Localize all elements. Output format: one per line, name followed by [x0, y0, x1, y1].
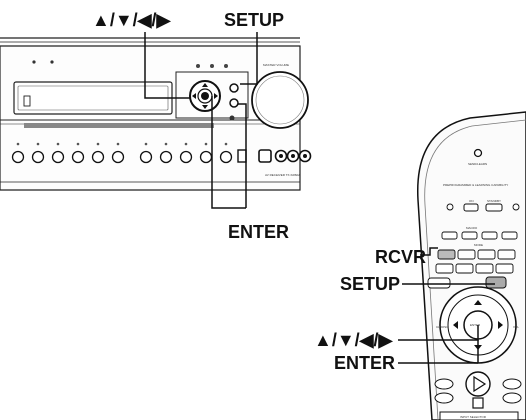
master-volume-label: MASTER VOLUME [263, 63, 289, 67]
return-button-receiver[interactable] [230, 99, 238, 107]
rcvr-mode-button[interactable] [438, 250, 455, 259]
callout-arrows-remote: ▲/▼/◀/▶ [314, 330, 393, 350]
callout-enter-remote: ENTER [334, 353, 395, 373]
power-led [32, 60, 35, 63]
svg-text:SEND/LEARN: SEND/LEARN [468, 162, 487, 166]
svg-text:MACRO: MACRO [466, 226, 478, 230]
svg-text:MODE: MODE [474, 243, 483, 247]
svg-text:VOL: VOL [513, 325, 519, 329]
model-name-label: AV RECEIVER TX-SR602 [265, 173, 300, 177]
svg-text:CH DISC: CH DISC [436, 325, 449, 329]
listening-mode-buttons [24, 123, 214, 128]
setup-button-remote[interactable] [486, 277, 506, 288]
callout-enter-receiver: ENTER [228, 222, 289, 242]
svg-text:PREPROGRAMMED & LEARNING CAPAB: PREPROGRAMMED & LEARNING CAPABILITY [443, 183, 508, 187]
svg-text:INPUT SELECTOR: INPUT SELECTOR [460, 415, 487, 419]
svg-text:ON: ON [469, 199, 474, 203]
on-button[interactable] [464, 204, 478, 211]
receiver-front-panel: MASTER VOLUME AV RECEIVER TX-SR602 [0, 38, 311, 190]
play-button[interactable] [466, 372, 490, 396]
standby-button[interactable] [486, 204, 502, 211]
callout-rcvr: RCVR [375, 247, 426, 267]
svg-text:STANDBY: STANDBY [487, 199, 501, 203]
svg-text:ENTER: ENTER [470, 323, 481, 327]
cursor-pad[interactable] [190, 81, 220, 111]
remote-control: SEND/LEARN PREPROGRAMMED & LEARNING CAPA… [418, 112, 526, 420]
digital-input-jack [259, 150, 271, 162]
stop-button[interactable] [473, 398, 483, 408]
callout-setup-remote: SETUP [340, 274, 400, 294]
phones-jack [238, 150, 246, 162]
callout-arrows-receiver: ▲/▼/◀/▶ [92, 10, 171, 30]
send-learn-indicator [475, 150, 482, 157]
standby-led [50, 60, 53, 63]
callout-setup-receiver: SETUP [224, 10, 284, 30]
setup-button-receiver[interactable] [230, 84, 238, 92]
master-volume-knob[interactable] [252, 72, 308, 128]
